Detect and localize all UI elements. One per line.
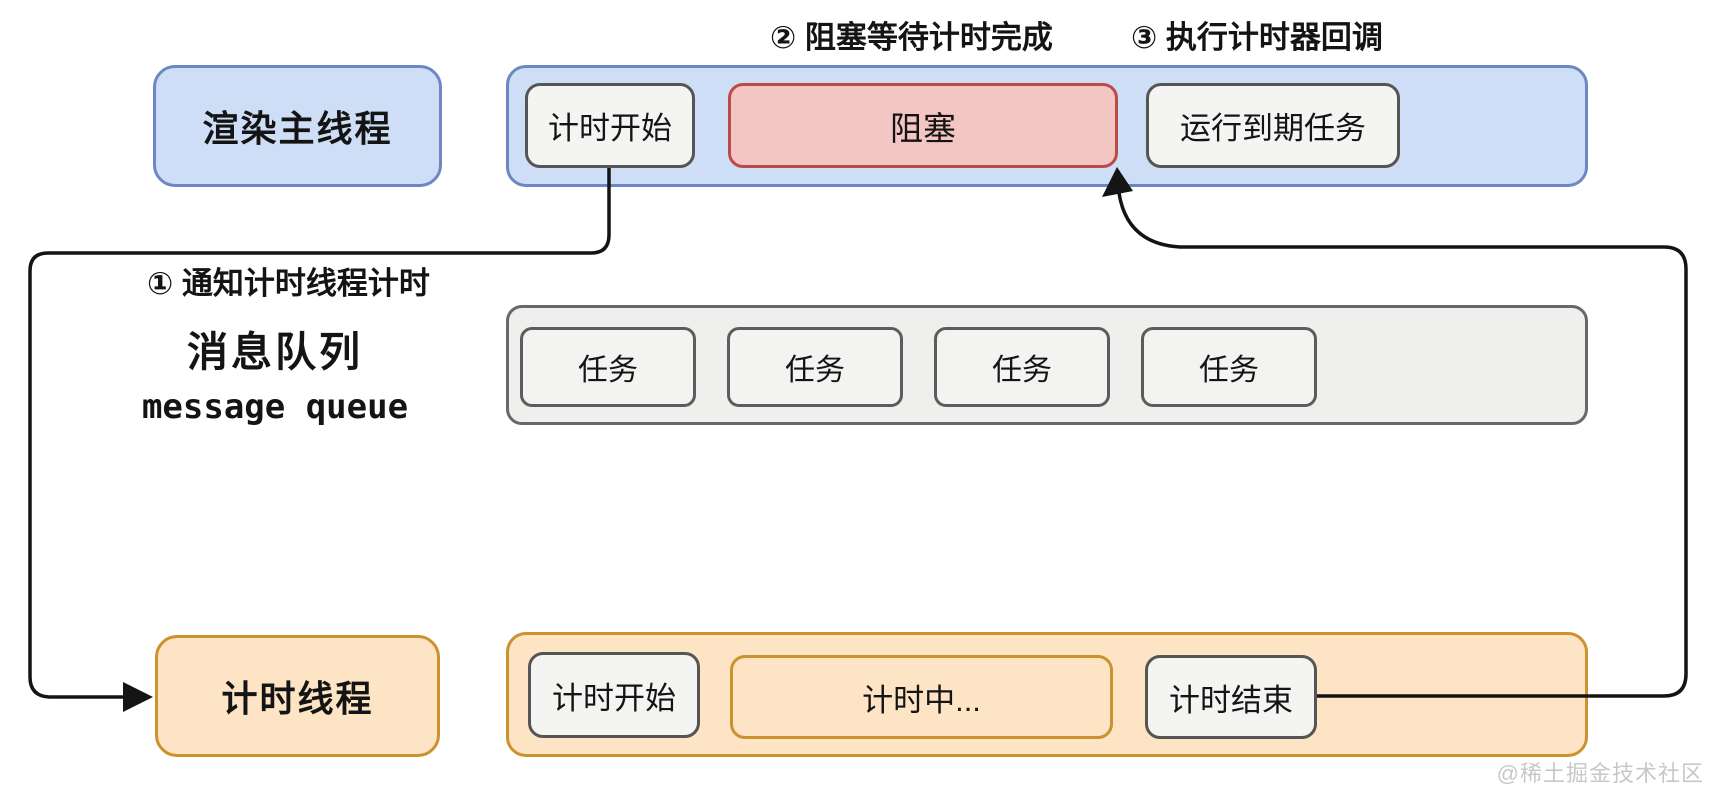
- arrow-timer-callback-line: [1117, 192, 1688, 698]
- task-box-1: 任务: [520, 327, 696, 407]
- message-queue-title-zh: 消息队列: [187, 329, 363, 375]
- message-queue-title: 消息队列 message queue: [100, 326, 450, 429]
- timer-timing-end-step: 计时结束: [1145, 655, 1317, 739]
- arrow-notify-timer-head: [123, 682, 153, 712]
- main-thread-label: 渲染主线程: [153, 65, 442, 187]
- annotation-step3: ③ 执行计时器回调: [1131, 20, 1383, 55]
- timer-timing-start-step: 计时开始: [528, 652, 700, 738]
- task-box-2: 任务: [727, 327, 903, 407]
- main-blocked-step: 阻塞: [728, 83, 1118, 168]
- main-timing-start-step: 计时开始: [525, 83, 695, 168]
- annotation-step1: ① 通知计时线程计时: [147, 266, 430, 301]
- message-queue-title-en: message queue: [141, 387, 409, 428]
- task-box-4: 任务: [1141, 327, 1317, 407]
- main-run-expired-step: 运行到期任务: [1146, 83, 1400, 168]
- watermark: @稀土掘金技术社区: [1496, 761, 1704, 786]
- annotation-step2: ② 阻塞等待计时完成: [770, 20, 1053, 55]
- task-box-3: 任务: [934, 327, 1110, 407]
- timer-timing-running-step: 计时中...: [730, 655, 1113, 739]
- timer-thread-label: 计时线程: [155, 635, 440, 757]
- arrow-notify-timer-line: [28, 168, 611, 699]
